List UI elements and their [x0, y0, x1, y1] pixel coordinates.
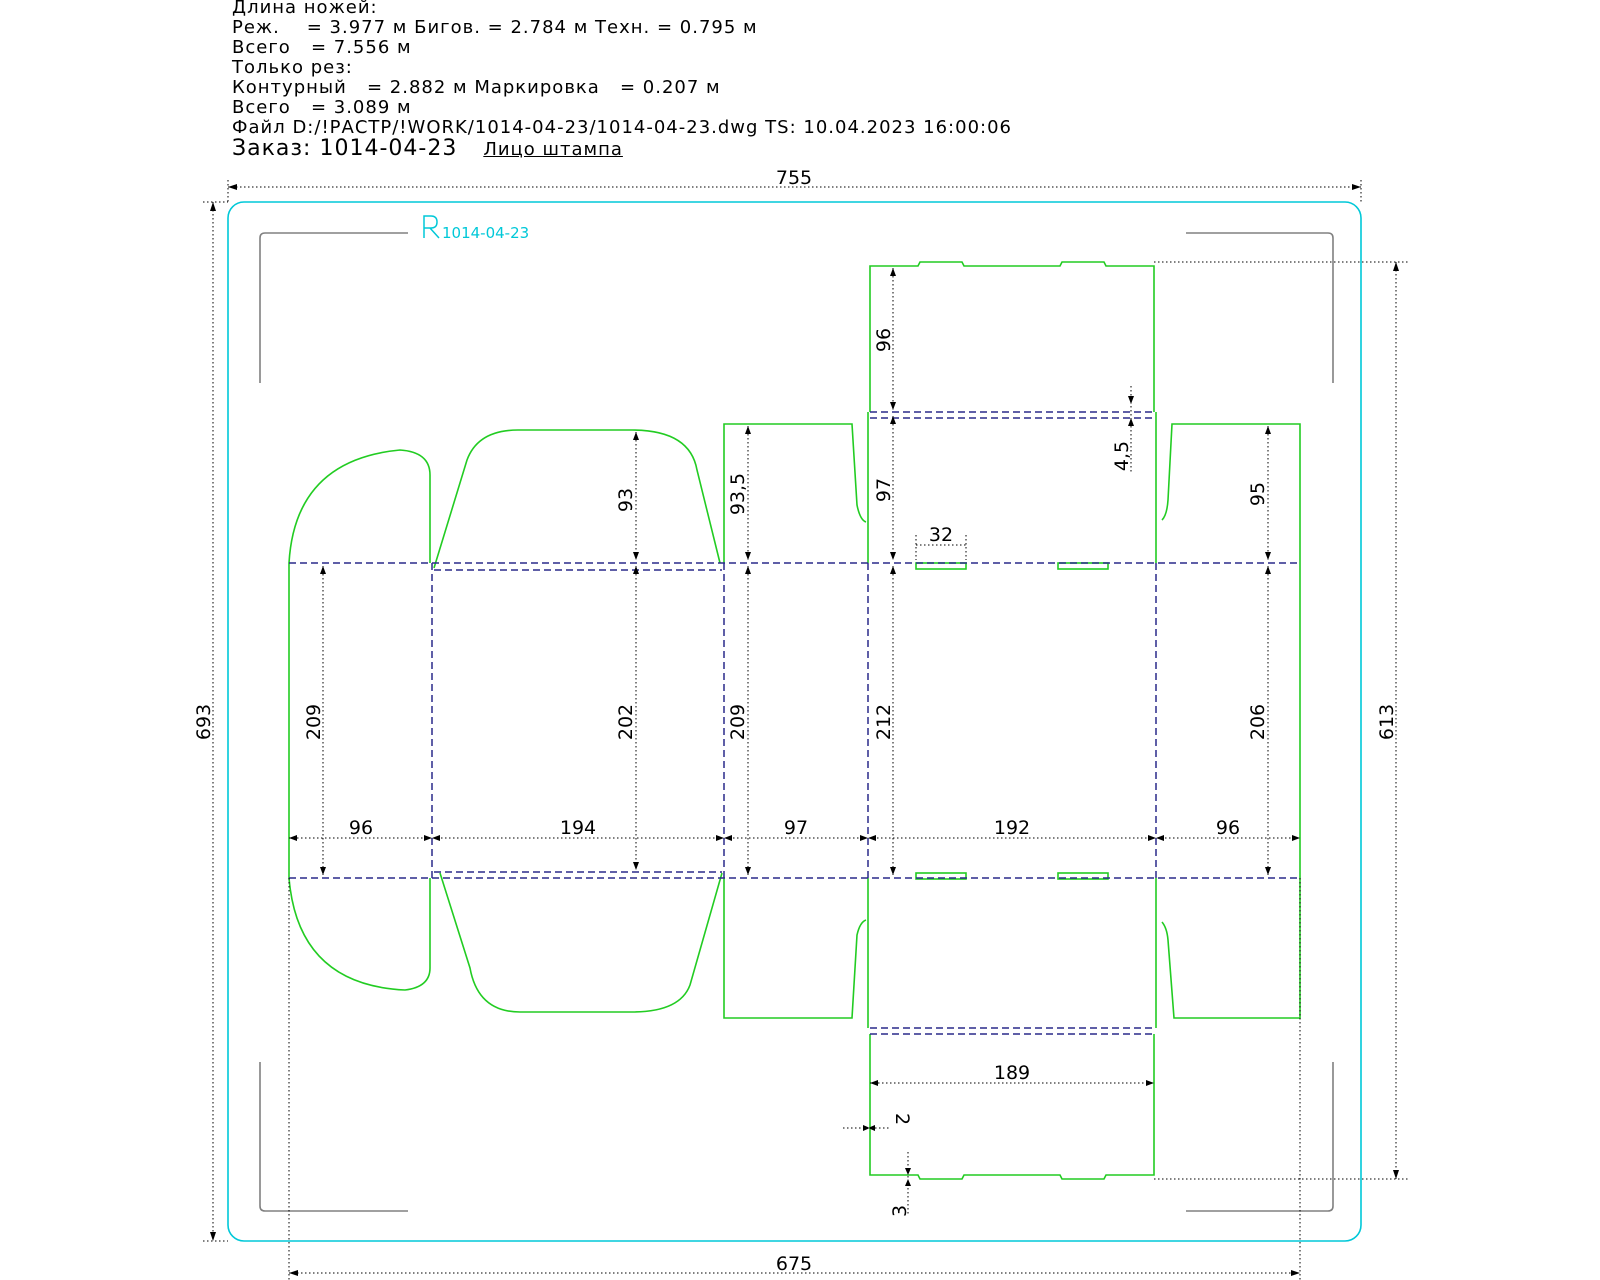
lock-slot-top-right [1057, 562, 1109, 570]
cut-flap-top-1 [288, 449, 431, 564]
cut-flap-bottom-1 [288, 877, 431, 991]
dim-panel-1-height: 209 [303, 704, 325, 740]
cut-flap-bottom-5 [1161, 878, 1301, 1019]
stamp-label: 1014-04-23 [442, 224, 529, 242]
knife-length-line: Реж. = 3.977 м Бигов. = 2.784 м Техн. = … [232, 17, 758, 38]
dim-ext-blank-height [1154, 261, 1410, 1180]
dim-overall-width: 755 [776, 167, 812, 189]
dim-gap-left: 2 [891, 1113, 913, 1125]
dim-panel-4-height: 212 [873, 704, 895, 740]
dimension-guides [203, 180, 1410, 1280]
cut-top-tuck [869, 261, 1155, 412]
dim-top-flap-5: 95 [1247, 482, 1269, 506]
cut-flap-top-3 [723, 423, 867, 563]
dim-ext-overall-height [203, 201, 228, 1242]
dim-panel-3-height: 209 [727, 704, 749, 740]
lock-slot-bottom-right [1057, 872, 1109, 880]
dim-gap-bottom: 3 [889, 1205, 911, 1217]
dim-top-flap-3: 93,5 [727, 473, 749, 515]
cut-lines [288, 261, 1301, 1180]
dimension-arrows [210, 184, 1399, 1276]
dim-top-flap-2: 93 [615, 488, 637, 512]
stamp-logo: 1014-04-23 [423, 215, 529, 242]
file-path-line: Файл D:/!РАСТР/!WORK/1014-04-23/1014-04-… [232, 117, 1012, 138]
order-number: Заказ: 1014-04-23 [232, 136, 458, 161]
dim-blank-height: 613 [1376, 704, 1398, 740]
dim-top-flap-4: 97 [873, 478, 895, 502]
cut-total-line: Всего = 3.089 м [232, 97, 412, 118]
cut-flap-top-2 [433, 429, 721, 569]
corner-mark-bottom-left [259, 1062, 408, 1212]
dim-notch-width: 32 [929, 524, 953, 546]
dim-panel-2-width: 194 [560, 817, 596, 839]
dim-top-tuck: 96 [873, 328, 895, 352]
cut-bottom-tuck [869, 1034, 1155, 1180]
cut-only-title: Только рез: [232, 57, 353, 78]
cut-flap-top-5 [1161, 423, 1301, 563]
order-line: Заказ: 1014-04-23 Лицо штампа [232, 136, 623, 161]
crease-lines [289, 411, 1300, 1035]
dim-panel-1-width: 96 [349, 817, 373, 839]
dimension-labels: 755 693 675 613 96 194 97 192 96 189 209… [193, 167, 1398, 1275]
dim-gap-top: 4,5 [1111, 441, 1133, 471]
face-label: Лицо штампа [483, 139, 623, 160]
cut-flap-bottom-2 [439, 872, 723, 1013]
dim-blank-width: 675 [776, 1253, 812, 1275]
lock-slot-bottom-left [915, 872, 967, 880]
knife-length-title: Длина ножей: [232, 0, 378, 18]
dim-panel-2-height: 202 [615, 704, 637, 740]
corner-mark-top-left [259, 232, 408, 383]
cut-only-line: Контурный = 2.882 м Маркировка = 0.207 м [232, 77, 721, 98]
corner-marks [259, 232, 1334, 1212]
dim-line-notch [915, 535, 967, 560]
dim-panel-4-width: 192 [994, 817, 1030, 839]
board-frame [227, 201, 1362, 1242]
cut-flap-bottom-3 [723, 878, 867, 1019]
dim-panel-5-height: 206 [1247, 704, 1269, 740]
dim-panel-3-width: 97 [784, 817, 808, 839]
rouge-r-icon [423, 215, 440, 239]
lock-slot-top-left [915, 562, 967, 570]
knife-total-line: Всего = 7.556 м [232, 37, 412, 58]
corner-mark-top-right [1186, 232, 1334, 383]
corner-mark-bottom-right [1186, 1062, 1334, 1212]
dim-ext-blank-width [288, 878, 1301, 1280]
dim-bottom-tab-width: 189 [994, 1062, 1030, 1084]
dim-panel-5-width: 96 [1216, 817, 1240, 839]
dim-overall-height: 693 [193, 704, 215, 740]
